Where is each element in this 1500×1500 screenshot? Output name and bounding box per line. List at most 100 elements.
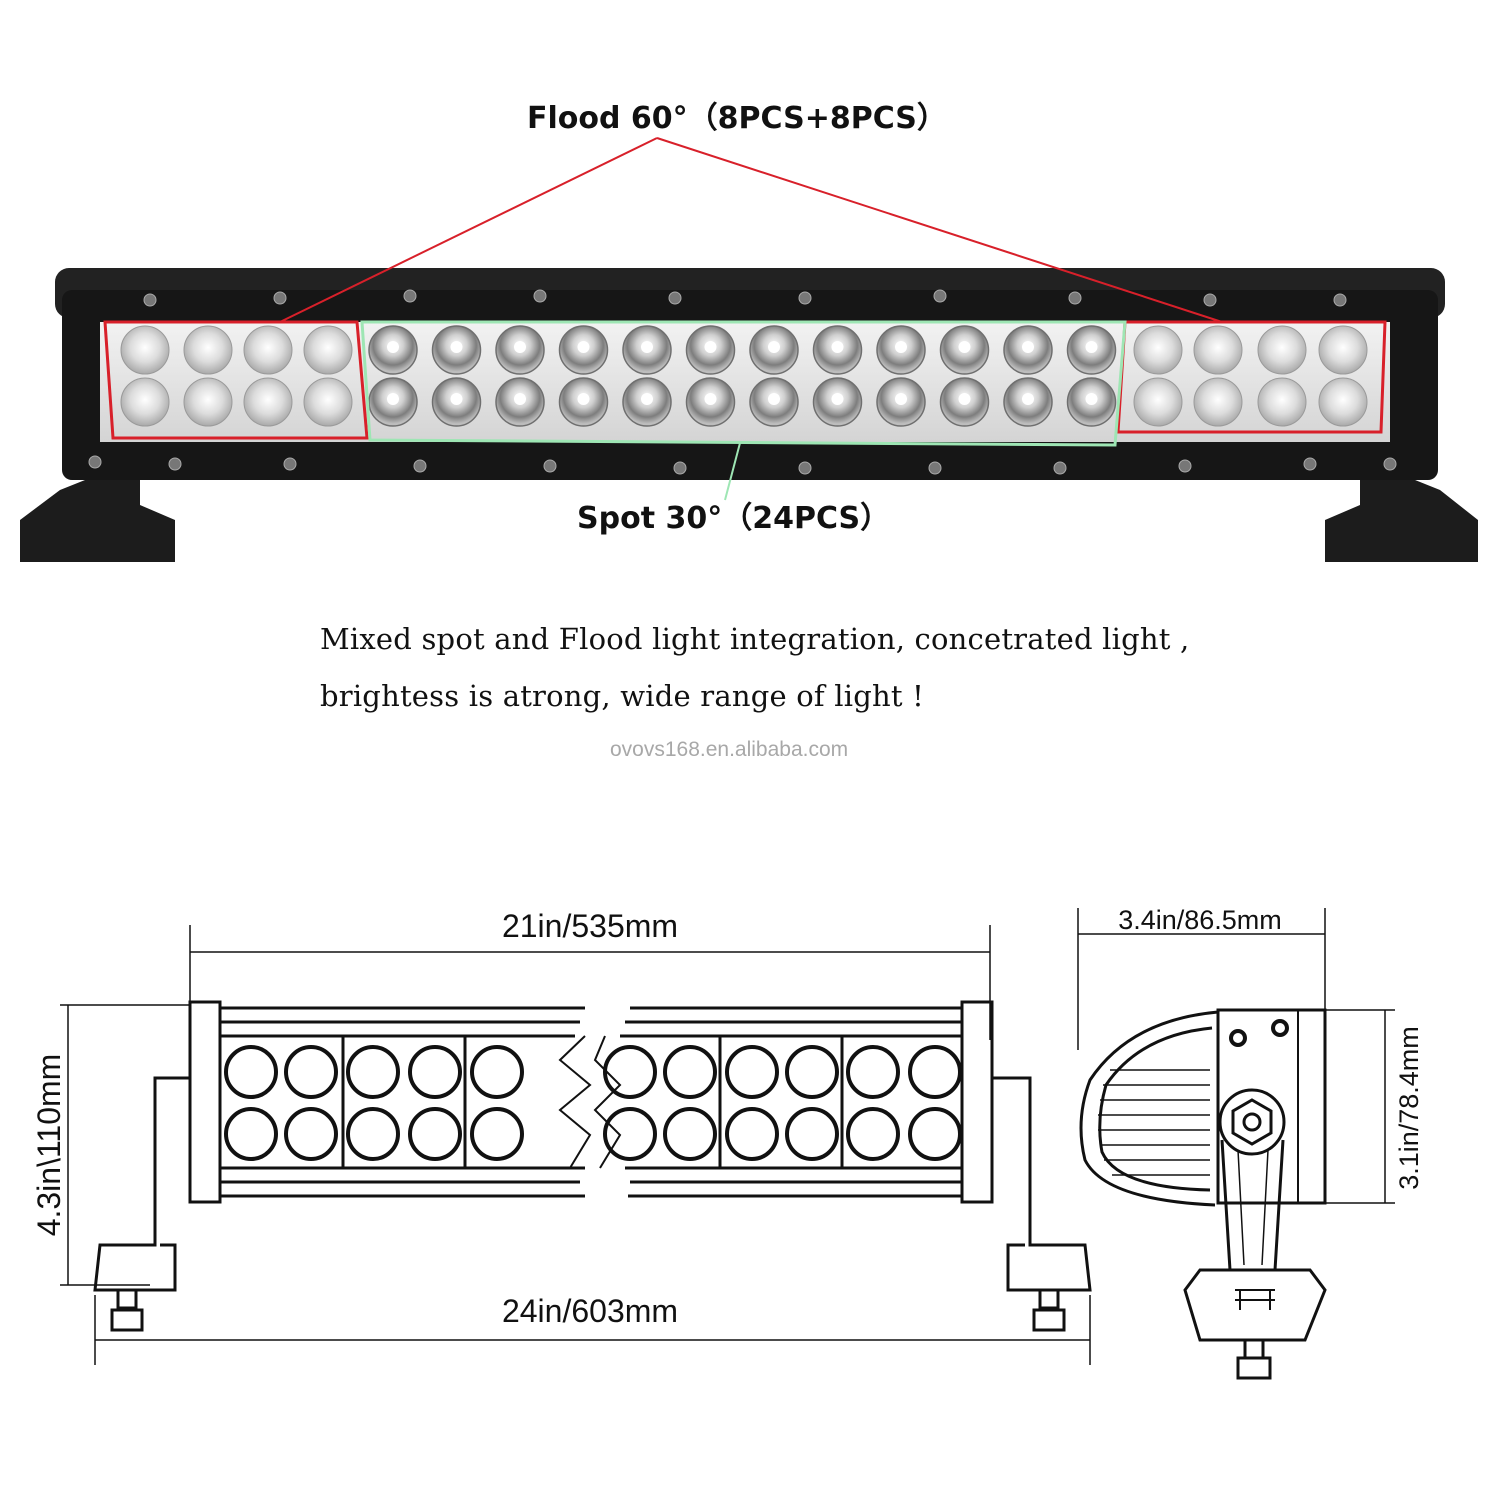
- flood-led: [120, 377, 170, 427]
- screw: [668, 291, 682, 305]
- height-dimension: 4.3in\110mm: [31, 1054, 67, 1237]
- spot-led-core: [1022, 393, 1034, 405]
- spot-led-core: [895, 341, 907, 353]
- drawing-led: [908, 1107, 962, 1161]
- spot-led-core: [768, 393, 780, 405]
- drawing-led: [663, 1045, 717, 1099]
- screw: [928, 461, 942, 475]
- flood-led: [1318, 325, 1368, 375]
- flood-label: Flood 60°（8PCS+8PCS）: [527, 101, 947, 136]
- spot-outline: [360, 320, 1127, 447]
- screw: [798, 461, 812, 475]
- drawing-led: [846, 1107, 900, 1161]
- flood-led: [1257, 325, 1307, 375]
- flood-led: [183, 325, 233, 375]
- drawing-led: [224, 1107, 278, 1161]
- spot-led-core: [577, 393, 590, 405]
- description-line-1: Mixed spot and Flood light integration, …: [320, 622, 1190, 656]
- spot-led-core: [514, 393, 526, 405]
- spot-led-core: [387, 393, 399, 405]
- screw: [283, 457, 297, 471]
- spot-led-core: [704, 393, 717, 405]
- flood-led: [1257, 377, 1307, 427]
- spot-led-core: [1085, 341, 1098, 353]
- screw: [88, 455, 102, 469]
- spot-led-core: [641, 341, 653, 353]
- drawing-led: [785, 1045, 839, 1099]
- screw: [413, 459, 427, 473]
- screw: [798, 291, 812, 305]
- light-bar-photo: [20, 137, 1478, 562]
- screw: [673, 461, 687, 475]
- flood-led: [243, 377, 293, 427]
- screw: [1383, 457, 1397, 471]
- width-inner-dimension: 21in/535mm: [502, 908, 678, 944]
- flood-led: [303, 377, 353, 427]
- spot-led-core: [958, 393, 971, 405]
- depth-dimension: 3.4in/86.5mm: [1118, 905, 1282, 935]
- spot-led-core: [831, 341, 844, 353]
- spot-led-core: [958, 341, 971, 353]
- spot-led-core: [1085, 393, 1098, 405]
- drawing-led: [470, 1107, 524, 1161]
- flood-callout-line-right: [656, 137, 1223, 323]
- drawing-led: [470, 1045, 524, 1099]
- spot-callout-line: [724, 442, 741, 501]
- spot-led-core: [577, 341, 590, 353]
- drawing-led: [224, 1045, 278, 1099]
- spot-led-core: [450, 341, 463, 353]
- flood-callout-line-left: [279, 137, 658, 323]
- spot-led-core: [895, 393, 907, 405]
- drawing-led: [785, 1107, 839, 1161]
- spot-led-core: [641, 393, 653, 405]
- spot-led-core: [831, 393, 844, 405]
- side-view-drawing: [1077, 908, 1395, 1380]
- flood-led: [1193, 377, 1243, 427]
- drawing-led: [908, 1045, 962, 1099]
- screw: [273, 291, 287, 305]
- flood-led: [243, 325, 293, 375]
- flood-led: [1193, 325, 1243, 375]
- screw: [403, 289, 417, 303]
- drawing-led: [408, 1107, 462, 1161]
- screw: [1203, 293, 1217, 307]
- drawing-led: [408, 1045, 462, 1099]
- screw: [1178, 459, 1192, 473]
- flood-led: [120, 325, 170, 375]
- width-total-dimension: 24in/603mm: [502, 1293, 678, 1329]
- spot-led-core: [1022, 341, 1034, 353]
- drawing-led-circles: [224, 1045, 962, 1161]
- screw: [1303, 457, 1317, 471]
- screw: [1333, 293, 1347, 307]
- flood-led: [1133, 325, 1183, 375]
- side-height-dimension: 3.1in/78.4mm: [1394, 1026, 1424, 1190]
- spot-led-core: [768, 341, 780, 353]
- drawing-led: [725, 1045, 779, 1099]
- screw: [143, 293, 157, 307]
- drawing-led: [284, 1107, 338, 1161]
- watermark: ovovs168.en.alibaba.com: [610, 738, 849, 761]
- screw: [933, 289, 947, 303]
- flood-led: [1133, 377, 1183, 427]
- spot-led-core: [387, 341, 399, 353]
- drawing-led: [346, 1045, 400, 1099]
- flood-led: [1318, 377, 1368, 427]
- drawing-led: [846, 1045, 900, 1099]
- spot-label: Spot 30°（24PCS）: [577, 501, 890, 536]
- spot-led-core: [450, 393, 463, 405]
- drawing-led: [603, 1045, 657, 1099]
- drawing-led: [725, 1107, 779, 1161]
- screw: [1053, 461, 1067, 475]
- screw: [533, 289, 547, 303]
- screw: [168, 457, 182, 471]
- drawing-led: [284, 1045, 338, 1099]
- flood-led: [183, 377, 233, 427]
- led-array: [120, 325, 1368, 427]
- front-view-drawing: [60, 925, 1092, 1365]
- flood-left-outline: [103, 320, 369, 440]
- flood-led: [303, 325, 353, 375]
- description-line-2: brightess is atrong, wide range of light…: [320, 679, 925, 713]
- screw: [543, 459, 557, 473]
- screw: [1068, 291, 1082, 305]
